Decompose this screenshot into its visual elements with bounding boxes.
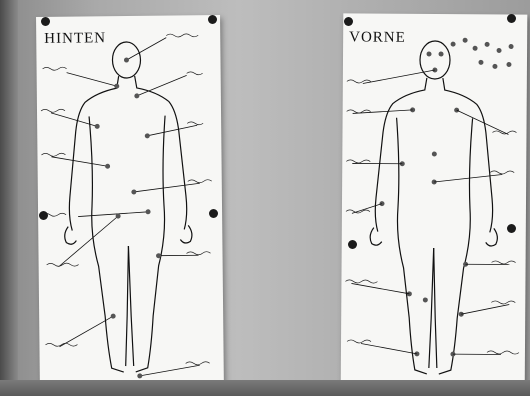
poster-back-body-chart: HINTEN — [36, 15, 224, 395]
left-wall-shadow — [0, 0, 18, 396]
body-outline-icon — [36, 15, 224, 395]
poster-front-body-chart: VORNE — [341, 13, 528, 392]
pin-icon — [208, 15, 217, 24]
pin-icon — [348, 240, 357, 249]
pin-icon — [344, 17, 353, 26]
pin-icon — [507, 224, 516, 233]
pin-icon — [209, 209, 218, 218]
pin-icon — [39, 211, 48, 220]
pin-icon — [507, 14, 516, 23]
floor-edge — [0, 380, 530, 396]
scribble-annotation-icon — [345, 80, 521, 354]
body-outline-icon — [341, 13, 528, 392]
pin-icon — [41, 17, 50, 26]
